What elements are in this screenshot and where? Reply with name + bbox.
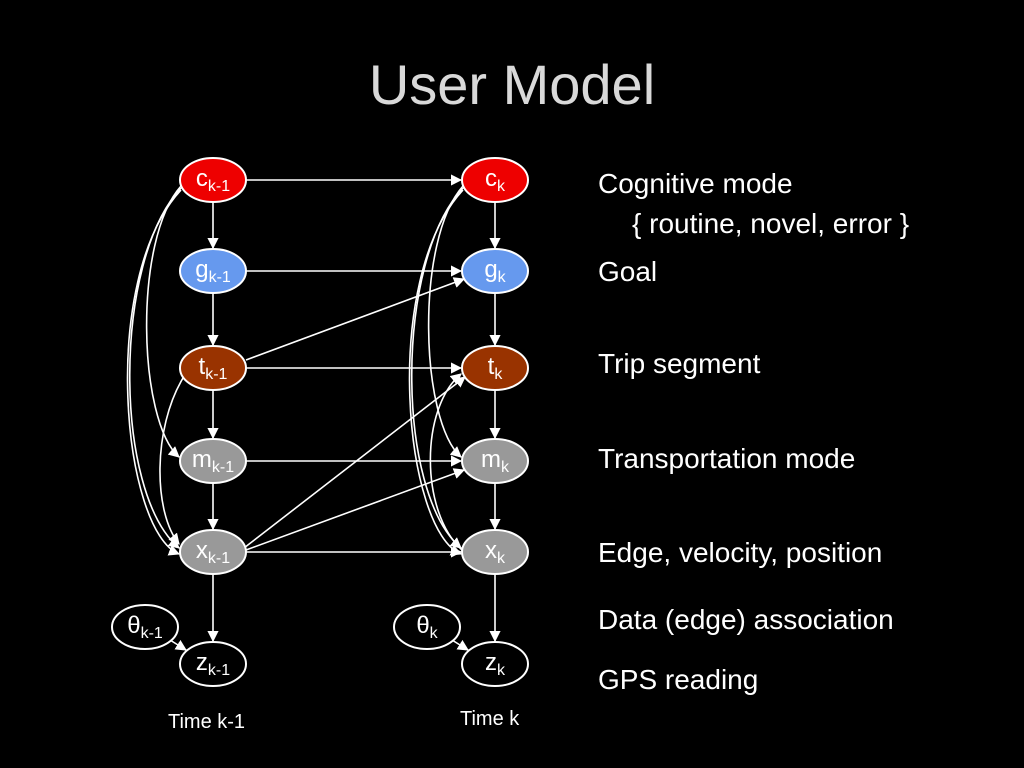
label-gps-reading: GPS reading bbox=[598, 664, 759, 695]
arc-c-m-prev bbox=[145, 185, 182, 458]
arc-c-x-b-prev bbox=[126, 189, 182, 556]
node-t-prev: tk-1 bbox=[179, 345, 247, 391]
node-m-cur: mk bbox=[461, 438, 529, 484]
node-x-prev: xk-1 bbox=[179, 529, 247, 575]
node-shape bbox=[179, 529, 247, 575]
node-m-prev: mk-1 bbox=[179, 438, 247, 484]
node-z-cur: zk bbox=[461, 641, 529, 687]
node-shape bbox=[461, 248, 529, 294]
edge-xprev-mcur bbox=[245, 468, 466, 551]
arc-c-x-b-cur bbox=[408, 189, 464, 556]
node-c-cur: ck bbox=[461, 157, 529, 203]
node-theta-cur: θk bbox=[393, 604, 461, 650]
edge-thetacur-zcur bbox=[451, 639, 469, 651]
arc-t-x-prev bbox=[159, 377, 184, 545]
node-label: tk bbox=[488, 353, 504, 383]
node-theta-prev: θk-1 bbox=[111, 604, 179, 650]
node-g-prev: gk-1 bbox=[179, 248, 247, 294]
node-shape bbox=[461, 345, 529, 391]
node-label: zk bbox=[485, 649, 506, 679]
label-cognitive-values: { routine, novel, error } bbox=[632, 208, 910, 239]
node-c-prev: ck-1 bbox=[179, 157, 247, 203]
edges-group bbox=[126, 174, 501, 651]
label-goal: Goal bbox=[598, 256, 658, 287]
node-g-cur: gk bbox=[461, 248, 529, 294]
label-transportation-mode: Transportation mode bbox=[598, 443, 856, 474]
node-label: xk-1 bbox=[196, 537, 230, 567]
node-shape bbox=[179, 157, 247, 203]
node-shape bbox=[461, 529, 529, 575]
node-shape bbox=[393, 604, 461, 650]
node-label: gk-1 bbox=[195, 256, 231, 286]
time-label-prev: Time k-1 bbox=[168, 711, 246, 733]
time-label-cur: Time k bbox=[460, 708, 520, 730]
node-shape bbox=[461, 641, 529, 687]
node-shape bbox=[461, 438, 529, 484]
node-shape bbox=[179, 345, 247, 391]
label-edge-velocity-position: Edge, velocity, position bbox=[598, 537, 883, 568]
node-shape bbox=[179, 641, 247, 687]
node-label: mk bbox=[481, 446, 510, 476]
label-cognitive-mode: Cognitive mode bbox=[598, 168, 793, 199]
node-label: tk-1 bbox=[199, 353, 228, 383]
node-label: mk-1 bbox=[192, 446, 234, 476]
edge-tprev-gcur bbox=[245, 277, 466, 361]
node-label: ck bbox=[485, 165, 506, 195]
node-shape bbox=[179, 248, 247, 294]
node-shape bbox=[111, 604, 179, 650]
edge-xprev-tcur bbox=[243, 376, 466, 549]
node-z-prev: zk-1 bbox=[179, 641, 247, 687]
node-label: θk bbox=[416, 612, 438, 642]
node-label: gk bbox=[484, 256, 506, 286]
node-x-cur: xk bbox=[461, 529, 529, 575]
node-label: zk-1 bbox=[196, 649, 230, 679]
node-shape bbox=[461, 157, 529, 203]
node-label: ck-1 bbox=[196, 165, 230, 195]
edge-thetaprev-zprev bbox=[169, 639, 187, 651]
node-label: xk bbox=[485, 537, 506, 567]
label-trip-segment: Trip segment bbox=[598, 348, 761, 379]
arc-c-m-cur bbox=[427, 185, 464, 458]
slide-title: User Model bbox=[368, 53, 656, 116]
node-shape bbox=[179, 438, 247, 484]
arc-x-t-cur bbox=[429, 373, 463, 551]
nodes-group: ck-1 gk-1 tk-1 mk-1 xk-1 zk-1 θk-1 ck gk tk mk xk zk… bbox=[111, 157, 529, 687]
label-data-association: Data (edge) association bbox=[598, 604, 894, 635]
node-label: θk-1 bbox=[127, 612, 163, 642]
node-t-cur: tk bbox=[461, 345, 529, 391]
